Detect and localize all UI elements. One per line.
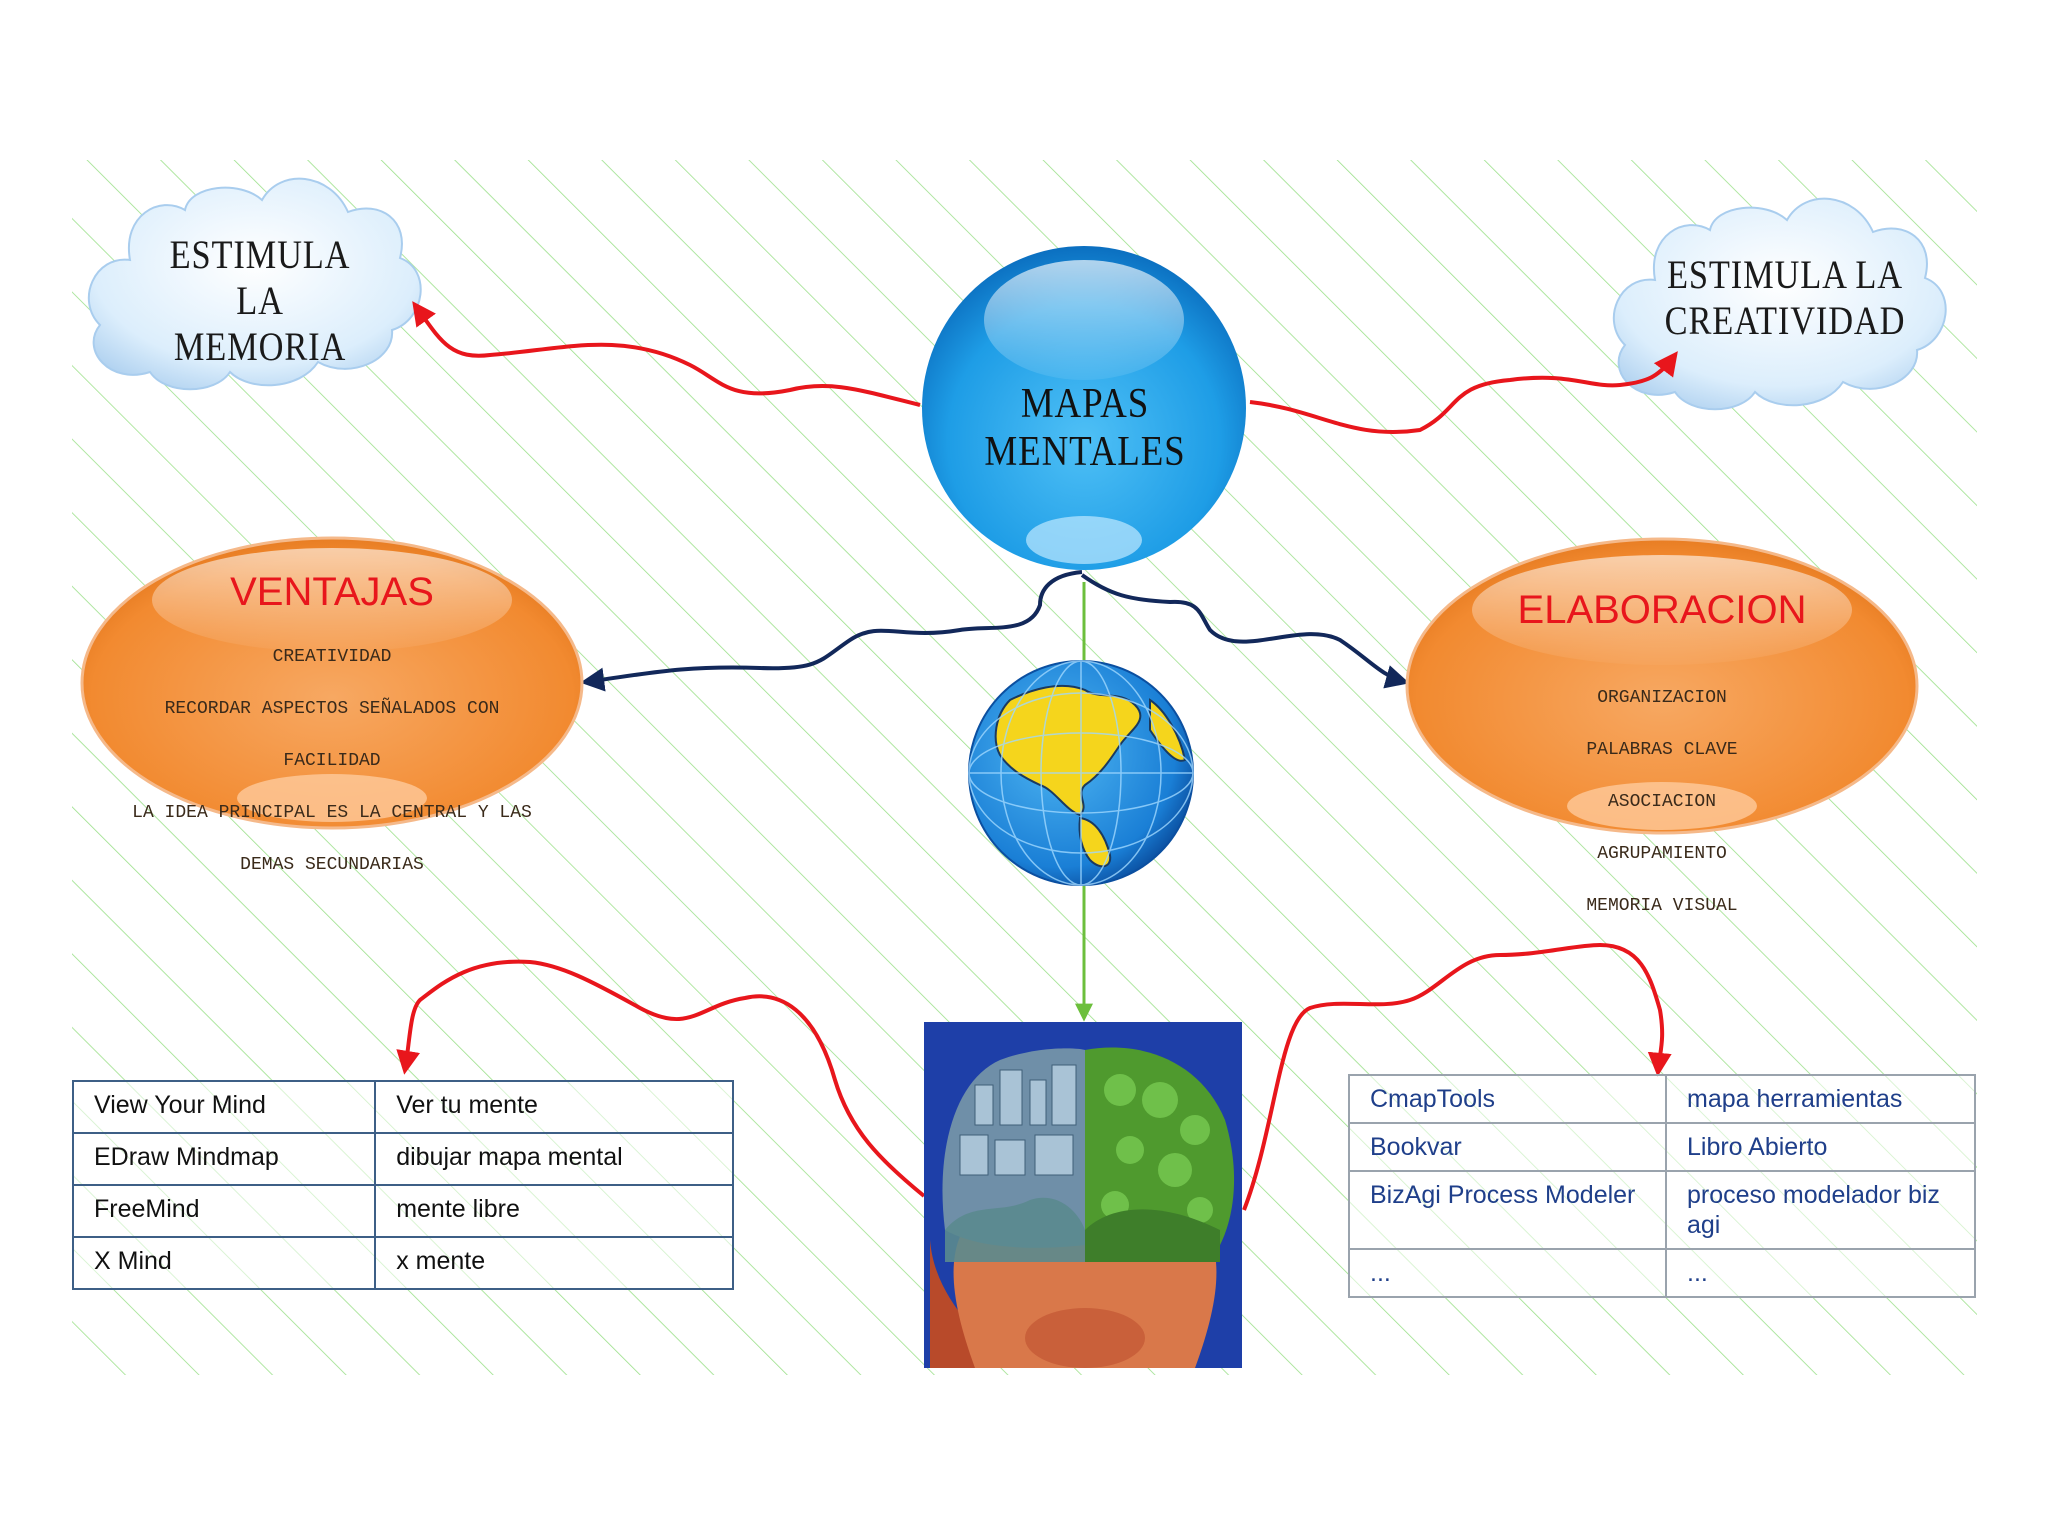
connector-arrow-tools-right <box>1242 942 1672 1211</box>
tools-table-left: View Your Mind Ver tu mente EDraw Mindma… <box>71 1080 734 1290</box>
table-cell: X Mind <box>71 1236 377 1290</box>
table-row: BizAgi Process Modeler proceso modelador… <box>1348 1170 1976 1250</box>
brain-head-image <box>924 1022 1242 1368</box>
ventajas-oval <box>80 536 584 830</box>
table-cell: mapa herramientas <box>1665 1074 1976 1124</box>
ventajas-line: FACILIDAD <box>283 751 381 771</box>
connector-arrow-memoria <box>412 301 921 407</box>
table-cell: BizAgi Process Modeler <box>1348 1170 1667 1250</box>
table-cell: Ver tu mente <box>374 1080 734 1134</box>
table-row: View Your Mind Ver tu mente <box>71 1080 734 1134</box>
elaboracion-oval <box>1405 537 1919 835</box>
cloud-creatividad-line2: CREATIVIDAD <box>1664 298 1906 343</box>
cloud-memoria-line2: MEMORIA <box>173 324 347 369</box>
ventajas-line: CREATIVIDAD <box>272 647 392 667</box>
table-row: FreeMind mente libre <box>71 1184 734 1238</box>
table-cell: View Your Mind <box>71 1080 377 1134</box>
elaboracion-line: ASOCIACION <box>1607 792 1717 812</box>
elaboracion-line: PALABRAS CLAVE <box>1586 740 1738 760</box>
elaboracion-line: AGRUPAMIENTO <box>1597 844 1727 864</box>
table-cell: dibujar mapa mental <box>374 1132 734 1186</box>
table-cell: EDraw Mindmap <box>71 1132 377 1186</box>
table-row: ... ... <box>1348 1248 1976 1298</box>
cloud-creatividad-line1: ESTIMULA LA <box>1667 252 1903 297</box>
elaboracion-line: MEMORIA VISUAL <box>1586 896 1738 916</box>
cloud-shape-right <box>1612 197 1947 411</box>
ventajas-line: DEMAS SECUNDARIAS <box>240 855 424 875</box>
ventajas-line: RECORDAR ASPECTOS SEÑALADOS CON <box>164 699 500 719</box>
ventajas-title: VENTAJAS <box>230 570 434 614</box>
central-sphere <box>922 246 1246 570</box>
connector-arrow-ventajas <box>580 570 1083 692</box>
cloud-label-creatividad: ESTIMULA LA CREATIVIDAD <box>1660 252 1909 344</box>
connector-arrow-elaboracion <box>1080 573 1410 689</box>
table-row: EDraw Mindmap dibujar mapa mental <box>71 1132 734 1186</box>
elaboracion-title: ELABORACION <box>1517 588 1807 632</box>
cloud-label-memoria: ESTIMULA LA MEMORIA <box>144 232 376 370</box>
table-cell: Bookvar <box>1348 1122 1667 1172</box>
connector-arrow-creatividad <box>1249 351 1678 435</box>
table-cell: mente libre <box>374 1184 734 1238</box>
table-cell: ... <box>1348 1248 1667 1298</box>
elaboracion-line: ORGANIZACION <box>1597 688 1727 708</box>
table-cell: Libro Abierto <box>1665 1122 1976 1172</box>
ventajas-body: CREATIVIDAD RECORDAR ASPECTOS SEÑALADOS … <box>82 618 582 904</box>
table-cell: ... <box>1665 1248 1976 1298</box>
table-row: Bookvar Libro Abierto <box>1348 1122 1976 1172</box>
table-cell: x mente <box>374 1236 734 1290</box>
tools-table-right: CmapTools mapa herramientas Bookvar Libr… <box>1348 1074 1976 1298</box>
globe-icon <box>968 660 1194 886</box>
elaboracion-body: ORGANIZACION PALABRAS CLAVE ASOCIACION A… <box>1462 659 1862 945</box>
ventajas-line: LA IDEA PRINCIPAL ES LA CENTRAL Y LAS <box>132 803 532 823</box>
table-row: CmapTools mapa herramientas <box>1348 1074 1976 1124</box>
table-cell: proceso modelador biz agi <box>1665 1170 1976 1250</box>
cloud-memoria-line1: ESTIMULA LA <box>169 232 351 323</box>
cloud-shape-left <box>87 177 422 391</box>
table-cell: CmapTools <box>1348 1074 1667 1124</box>
connector-arrow-tools-left <box>396 959 926 1198</box>
central-node-label: MAPAS MENTALES <box>984 381 1186 475</box>
table-row: X Mind x mente <box>71 1236 734 1290</box>
table-cell: FreeMind <box>71 1184 377 1238</box>
